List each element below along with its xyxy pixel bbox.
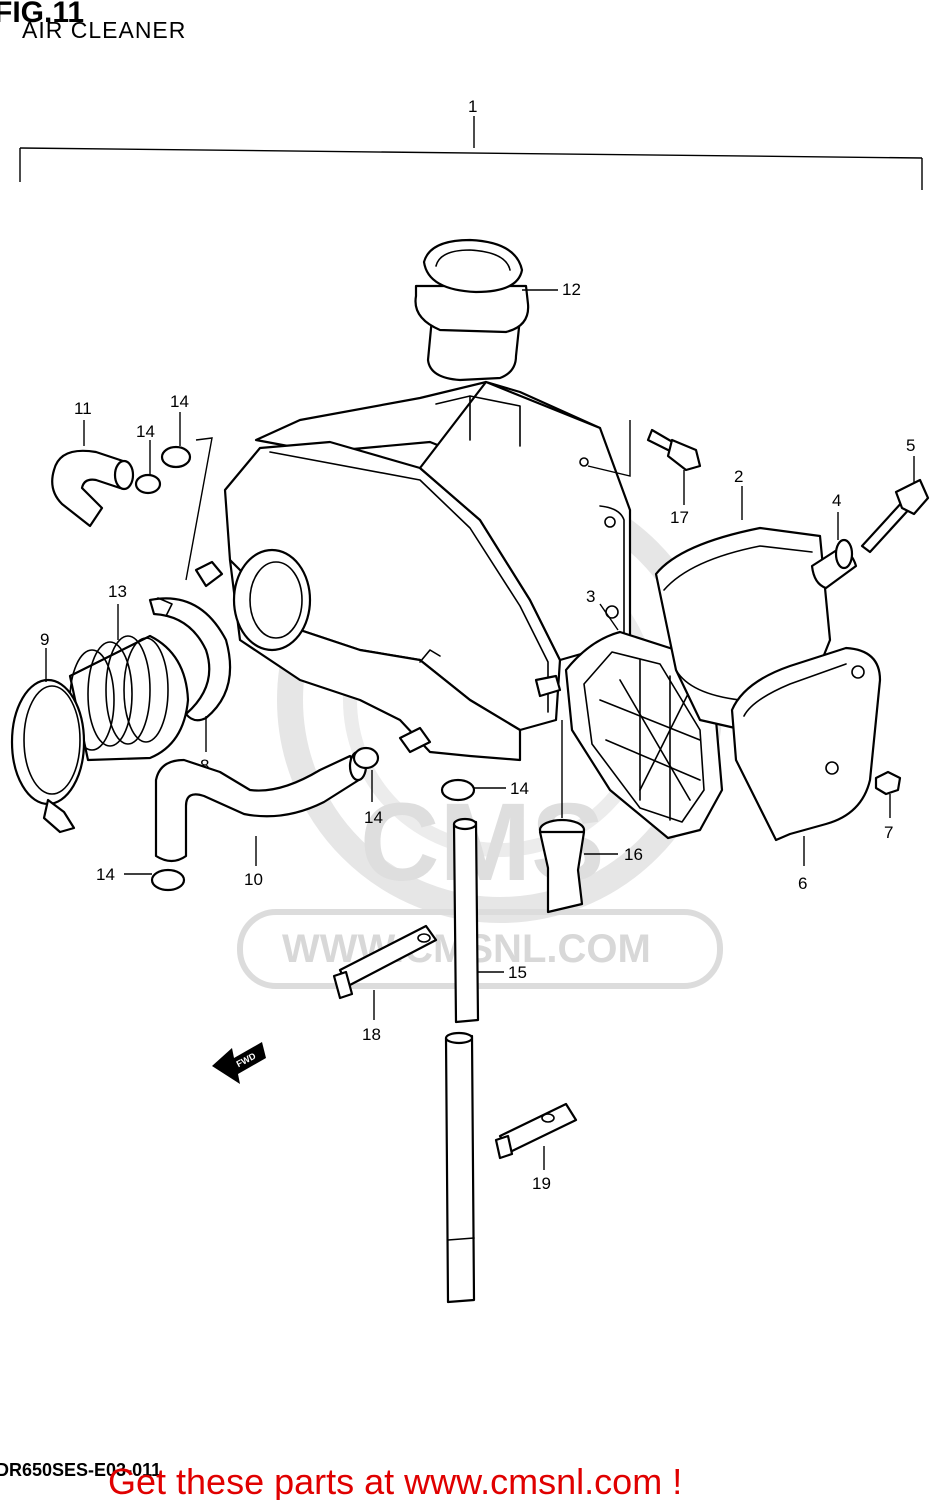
figure-label: FIG.11 [0, 0, 84, 29]
callout-3: 3 [586, 587, 595, 606]
callout-6: 6 [798, 874, 807, 893]
hose-clip-mid-part [352, 746, 380, 770]
callout-11: 11 [74, 399, 92, 418]
intake-duct-part [414, 238, 530, 382]
callout-2: 2 [734, 467, 743, 486]
callout-1: 1 [468, 97, 477, 116]
clamp-18-part [332, 924, 438, 1000]
callout-14c: 14 [364, 808, 383, 827]
callout-9: 9 [40, 630, 49, 649]
clamp-8-part [148, 597, 232, 722]
callout-4: 4 [832, 491, 841, 510]
hose-clip-drain-part [440, 778, 476, 802]
screw-7-part [874, 770, 902, 796]
hose-clip-low-part [150, 868, 186, 892]
outlet-tube-part [68, 634, 190, 762]
hose-clip-top-part [134, 445, 192, 495]
air-box-part [194, 380, 632, 762]
hose-11-part [51, 449, 135, 528]
collar-4-part [810, 538, 858, 590]
callout-14d: 14 [96, 865, 115, 884]
clamp-9-part [10, 678, 86, 834]
callout-12: 12 [562, 280, 581, 299]
callout-15: 15 [508, 963, 527, 982]
callout-19: 19 [532, 1174, 551, 1193]
callout-7: 7 [884, 823, 893, 842]
assembly-bracket [19, 116, 923, 190]
callout-10: 10 [244, 870, 263, 889]
footer-parts-link[interactable]: Get these parts at www.cmsnl.com ! [108, 1461, 682, 1500]
callout-16: 16 [624, 845, 643, 864]
drain-hose-part [444, 817, 480, 1304]
callout-14a: 14 [170, 392, 189, 411]
air-cleaner-cap-part [730, 646, 882, 842]
figure-subtitle: AIR CLEANER [22, 17, 186, 43]
forward-direction-arrow: FWD [212, 1042, 266, 1084]
callout-17: 17 [670, 508, 689, 527]
callout-13: 13 [108, 582, 127, 601]
callout-18: 18 [362, 1025, 381, 1044]
callout-14e: 14 [510, 779, 529, 798]
wing-bolt-5-part [860, 478, 930, 554]
callout-14b: 14 [136, 422, 155, 441]
callout-8: 8 [200, 756, 209, 775]
drain-plug-part [538, 818, 586, 914]
bolt-17-part [646, 428, 702, 472]
diagram-code: DR650SES-E03-011 [0, 1460, 161, 1480]
clamp-19-part [494, 1102, 578, 1160]
callout-5: 5 [906, 436, 915, 455]
